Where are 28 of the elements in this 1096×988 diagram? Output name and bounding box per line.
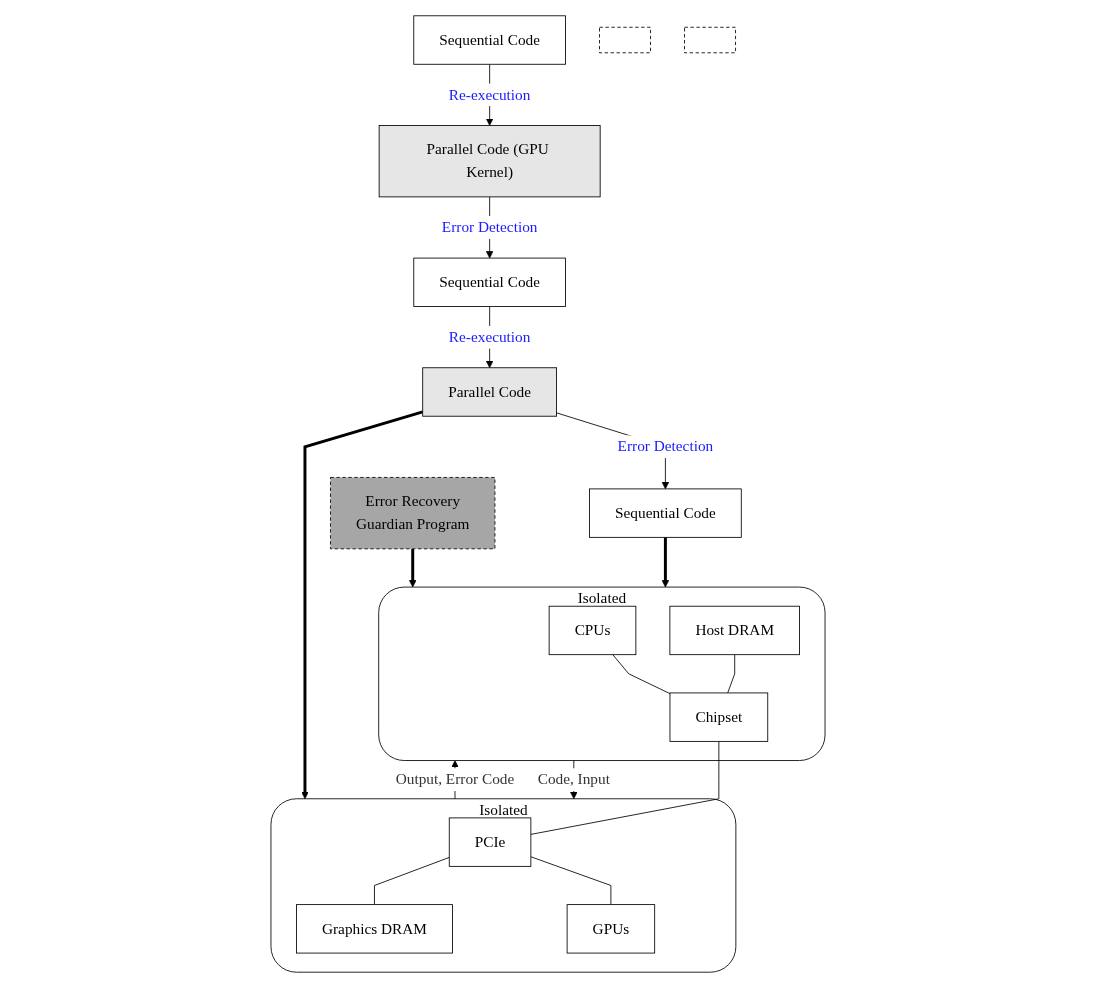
- arrow: [408, 548, 417, 588]
- node-box: [599, 26, 651, 54]
- arrow: [301, 410, 424, 800]
- connector: [530, 856, 612, 906]
- node-box: Sequential Code: [589, 488, 742, 538]
- connector: [727, 654, 736, 694]
- node-box: GPUs: [566, 904, 656, 954]
- node-box: Error Recovery Guardian Program: [330, 477, 496, 550]
- node-box: Sequential Code: [413, 257, 566, 307]
- edge-label: Re-execution: [448, 328, 531, 346]
- node-box: Sequential Code: [413, 15, 566, 65]
- node-box: Host DRAM: [669, 605, 800, 656]
- node-box: [684, 26, 736, 54]
- node-box: Parallel Code (GPU Kernel): [378, 125, 601, 198]
- edge-label: Error Detection: [617, 437, 714, 455]
- edge-label: Code, Input: [537, 770, 610, 788]
- edge-label: Output, Error Code: [395, 770, 515, 788]
- edge-label: Re-execution: [448, 85, 531, 103]
- node-box: PCIe: [448, 817, 532, 867]
- node-box: Parallel Code: [422, 367, 557, 417]
- connector: [612, 654, 671, 695]
- edge-label: Error Detection: [441, 218, 538, 236]
- connector: [374, 857, 450, 906]
- connector: [530, 740, 720, 835]
- node-box: Chipset: [669, 692, 769, 742]
- node-box: Graphics DRAM: [296, 904, 453, 954]
- node-box: CPUs: [548, 605, 637, 656]
- arrow: [661, 537, 670, 588]
